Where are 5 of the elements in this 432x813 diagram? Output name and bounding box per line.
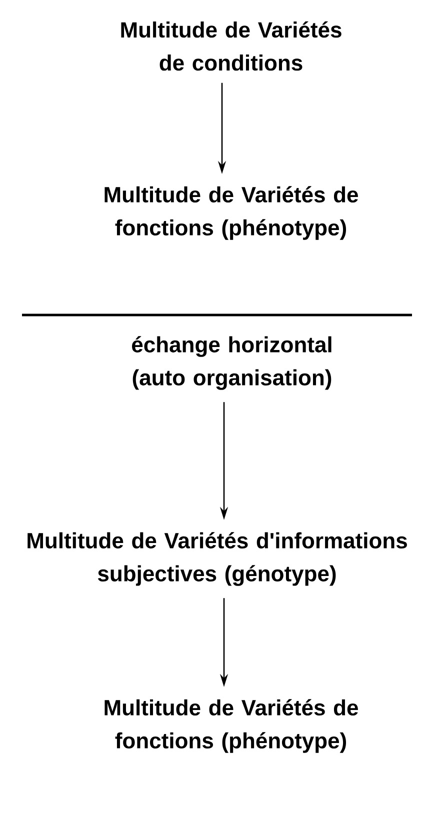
text-label: échange horizontal (auto organisation) — [132, 336, 332, 390]
text-label: Multitude de Variétés de conditions — [121, 21, 342, 71]
text-label: Multitude de Variétés de fonctions (phénotype) — [104, 186, 358, 240]
text-label: Multitude de Variétés de fonctions (phénotype) — [104, 699, 358, 753]
text-label: Multitude de Variétés d'informations subjectives (génotype) — [28, 532, 407, 586]
